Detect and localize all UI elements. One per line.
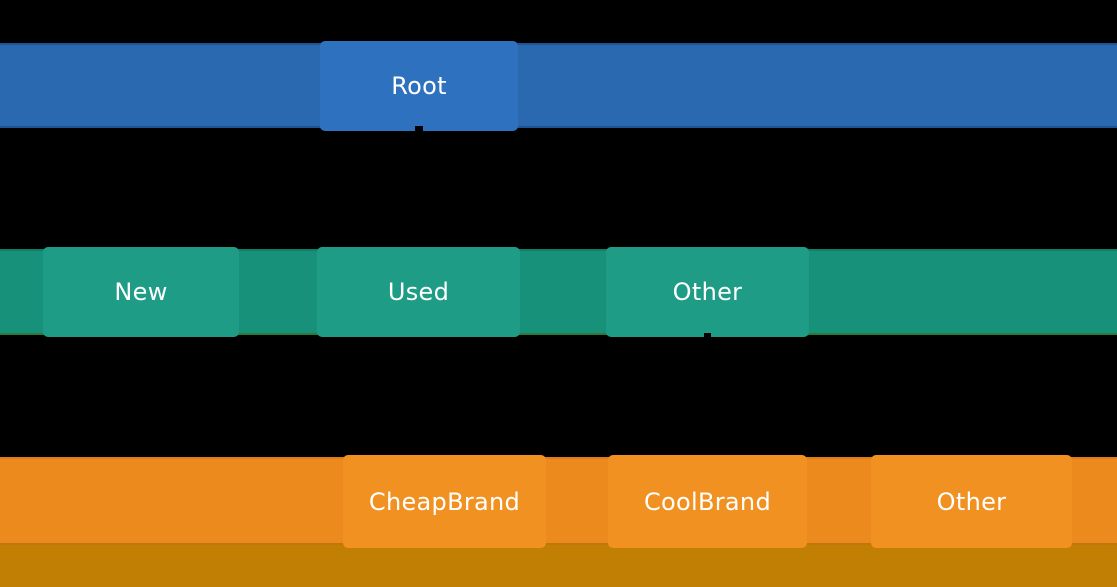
node-root[interactable]: Root [320, 41, 518, 131]
node-coolbrand[interactable]: CoolBrand [608, 455, 807, 548]
node-other-brand-label: Other [936, 487, 1007, 516]
node-used[interactable]: Used [317, 247, 520, 337]
node-other-condition-label: Other [672, 278, 743, 306]
node-coolbrand-label: CoolBrand [644, 487, 771, 516]
connector-stub-root [415, 126, 423, 133]
node-new-label: New [114, 278, 168, 306]
node-used-label: Used [387, 278, 450, 306]
node-other-brand[interactable]: Other [871, 455, 1072, 548]
root-level-bar [0, 43, 1117, 128]
leaf-level-strip [0, 545, 1117, 587]
node-cheapbrand-label: CheapBrand [368, 487, 521, 516]
node-cheapbrand[interactable]: CheapBrand [343, 455, 546, 548]
node-new[interactable]: New [43, 247, 239, 337]
connector-stub-other [704, 333, 711, 343]
node-root-label: Root [391, 72, 447, 100]
node-other-condition[interactable]: Other [606, 247, 809, 337]
